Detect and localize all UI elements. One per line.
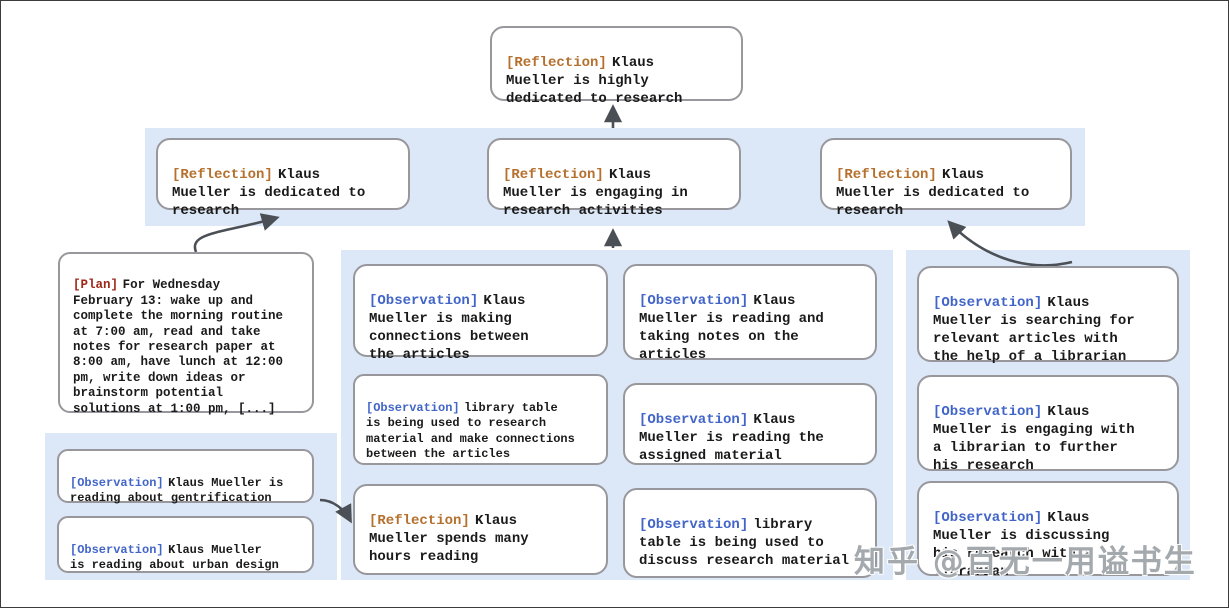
node-obs-making-connections: [Observation]Klaus Mueller is making con… [353,264,608,363]
reflection-tag: [Reflection] [503,167,604,183]
node-reflection-3: [Reflection]Klaus Mueller is dedicated t… [820,138,1072,219]
zhihu-watermark: 知乎 @百无一用谥书生 [854,544,1197,580]
node-obs-engaging-librarian: [Observation]Klaus Mueller is engaging w… [917,375,1179,474]
node-text: Klaus Mueller is reading and taking note… [639,293,824,363]
observation-tag: [Observation] [933,295,1043,311]
node-text: For Wednesday February 13: wake up and c… [73,278,284,416]
node-text: Klaus Mueller is reading the assigned ma… [639,412,824,464]
observation-tag: [Observation] [933,510,1043,526]
observation-tag: [Observation] [933,404,1043,420]
observation-tag: [Observation] [639,517,749,533]
reflection-tag: [Reflection] [506,55,607,71]
node-text: library table is being used to discuss r… [639,517,850,569]
observation-tag: [Observation] [639,293,749,309]
node-reflection-2: [Reflection]Klaus Mueller is engaging in… [487,138,741,219]
node-top-reflection: [Reflection]Klaus Mueller is highly dedi… [490,26,743,107]
node-obs-gentrification: [Observation]Klaus Mueller is reading ab… [57,449,314,506]
node-obs-assigned-material: [Observation]Klaus Mueller is reading th… [623,383,877,465]
node-text: Klaus Mueller is engaging with a librari… [933,404,1135,474]
reflection-tag: [Reflection] [172,167,273,183]
reflection-tag: [Reflection] [836,167,937,183]
node-text: Klaus Mueller is dedicated to research [836,167,1030,219]
node-obs-discuss-material: [Observation]library table is being used… [623,488,877,578]
node-text: Klaus Mueller is engaging in research ac… [503,167,688,219]
node-obs-discussing-librarian: [Observation]Klaus Mueller is discussing… [917,481,1179,580]
observation-tag: [Observation] [369,293,479,309]
node-text: Klaus Mueller is dedicated to research [172,167,366,219]
node-obs-urban-design: [Observation]Klaus Mueller is reading ab… [57,516,314,573]
node-obs-taking-notes: [Observation]Klaus Mueller is reading an… [623,264,877,363]
node-reflection-hours-reading: [Reflection]Klaus Mueller spends many ho… [353,484,608,575]
node-reflection-1: [Reflection]Klaus Mueller is dedicated t… [156,138,410,219]
node-text: library table is being used to research … [366,400,575,462]
node-text: Klaus Mueller is making connections betw… [369,293,529,363]
observation-tag: [Observation] [70,542,164,557]
observation-tag: [Observation] [366,400,460,415]
reflection-tag: [Reflection] [369,513,470,529]
node-text: Klaus Mueller is reading about gentrific… [70,475,284,506]
node-text: Klaus Mueller spends many hours reading [369,513,529,565]
observation-tag: [Observation] [639,412,749,428]
node-plan: [Plan]For Wednesday February 13: wake up… [58,252,314,416]
plan-tag: [Plan] [73,278,119,293]
node-text: Klaus Mueller is highly dedicated to res… [506,55,683,107]
node-text: Klaus Mueller is searching for relevant … [933,295,1135,365]
node-obs-library-table-research: [Observation]library table is being used… [353,374,608,465]
node-text: Klaus Mueller is reading about urban des… [70,542,279,573]
observation-tag: [Observation] [70,475,164,490]
node-obs-searching-articles: [Observation]Klaus Mueller is searching … [917,266,1179,365]
node-text: Klaus Mueller is discussing his research… [933,510,1110,580]
